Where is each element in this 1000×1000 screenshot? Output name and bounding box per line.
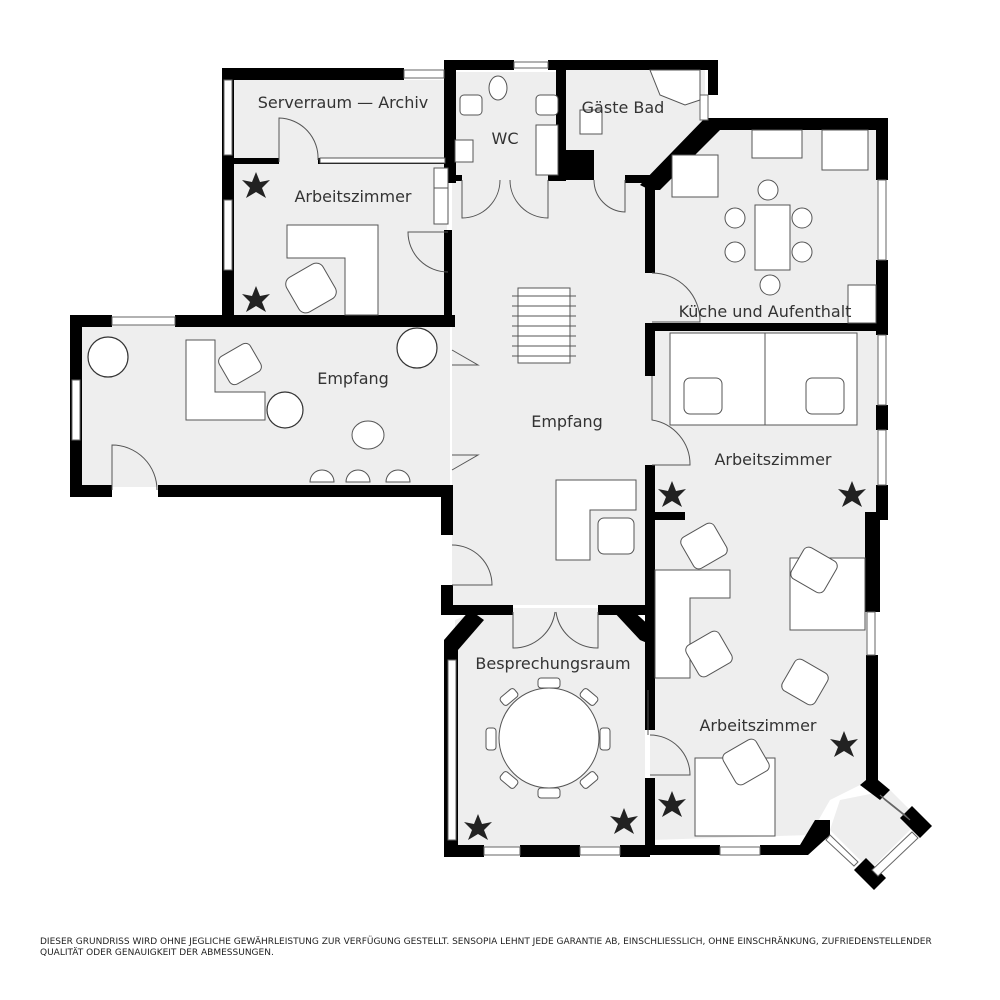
bush-icon (396, 327, 438, 369)
doors (111, 117, 701, 776)
plants (87, 172, 866, 840)
stair-treads (512, 295, 576, 357)
furniture (185, 69, 877, 837)
room-labels: Serverraum — Archiv WC Gäste Bad Arbeits… (258, 93, 852, 735)
plant-icon (658, 791, 686, 817)
plant-icon (658, 481, 686, 507)
disclaimer-text: DIESER GRUNDRISS WIRD OHNE JEGLICHE GEWÄ… (40, 937, 932, 958)
room-label-serverraum: Serverraum — Archiv (258, 93, 429, 112)
bush-icon (87, 336, 129, 378)
room-label-arbeitszimmer-2: Arbeitszimmer (714, 450, 831, 469)
windows (71, 61, 919, 877)
room-label-besprechungsraum: Besprechungsraum (475, 654, 630, 673)
room-label-empfang-center: Empfang (531, 412, 603, 431)
room-label-empfang-left: Empfang (317, 369, 389, 388)
plant-icon (830, 731, 858, 757)
plant-icon (242, 286, 270, 312)
meeting-chairs (485, 677, 611, 799)
room-label-arbeitszimmer-3: Arbeitszimmer (699, 716, 816, 735)
plant-icon (610, 808, 638, 834)
plant-icon (838, 481, 866, 507)
room-label-gaeste-bad: Gäste Bad (582, 98, 665, 117)
bush-icon (266, 391, 304, 429)
room-label-kueche: Küche und Aufenthalt (679, 302, 852, 321)
plant-icon (464, 814, 492, 840)
room-label-arbeitszimmer-1: Arbeitszimmer (294, 187, 411, 206)
plant-icon (242, 172, 270, 198)
room-label-wc: WC (492, 129, 519, 148)
